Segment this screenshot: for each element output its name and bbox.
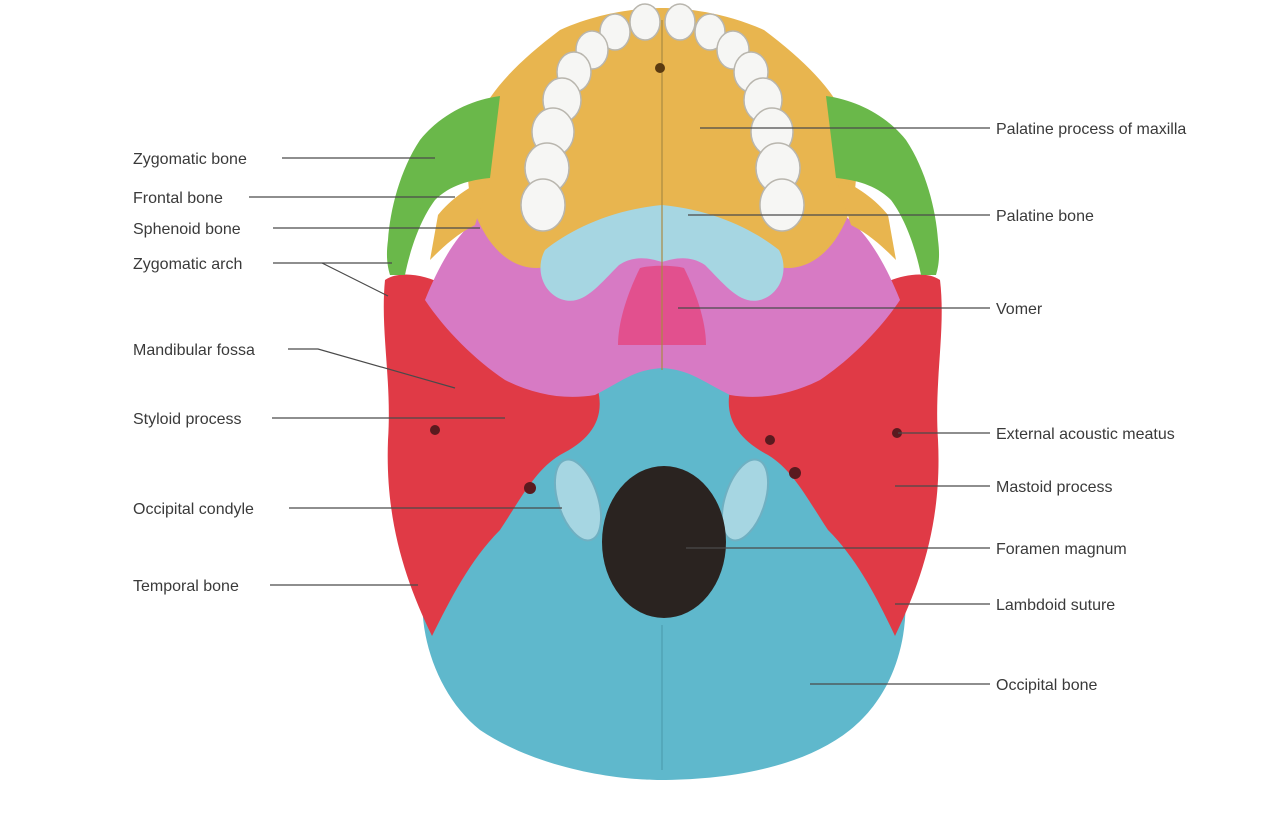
zygomatic-bone-left-shape: [386, 96, 500, 275]
label-styloid-process: Styloid process: [133, 411, 242, 428]
skull-illustration: [383, 3, 942, 780]
tooth: [629, 3, 661, 41]
leader-lines: [249, 127, 990, 685]
zygomatic-bone-right-shape: [826, 96, 940, 275]
leader-zygomatic-arch-b: [321, 262, 389, 297]
label-sphenoid-bone: Sphenoid bone: [133, 221, 241, 238]
temporal-bone-right-shape: [728, 274, 942, 636]
foramen-magnum-shape: [602, 466, 726, 618]
label-lambdoid-suture: Lambdoid suture: [996, 597, 1115, 614]
incisive-foramen: [655, 63, 665, 73]
label-foramen-magnum: Foramen magnum: [996, 541, 1127, 558]
label-palatine-process-of-maxilla: Palatine process of maxilla: [996, 121, 1186, 138]
label-external-acoustic-meatus: External acoustic meatus: [996, 426, 1175, 443]
tooth: [664, 3, 696, 41]
foramen-dot: [430, 425, 440, 435]
label-vomer: Vomer: [996, 301, 1043, 318]
frontal-bone-right-hint: [836, 178, 896, 260]
tooth: [694, 13, 726, 51]
label-mandibular-fossa: Mandibular fossa: [133, 342, 255, 359]
external-acoustic-meatus-hole: [892, 428, 902, 438]
teeth-row: [520, 3, 805, 232]
temporal-bone-left-shape: [383, 274, 600, 636]
tooth: [520, 178, 566, 232]
tooth: [759, 178, 805, 232]
occipital-condyle-right-shape: [720, 458, 770, 542]
leader-mandibular-fossa: [288, 348, 456, 389]
label-palatine-bone: Palatine bone: [996, 208, 1094, 225]
foramen-dot: [789, 467, 801, 479]
labels: Zygomatic bone Frontal bone Sphenoid bon…: [133, 121, 1186, 694]
label-temporal-bone: Temporal bone: [133, 578, 239, 595]
label-zygomatic-arch: Zygomatic arch: [133, 256, 242, 273]
label-mastoid-process: Mastoid process: [996, 479, 1113, 496]
label-occipital-condyle: Occipital condyle: [133, 501, 254, 518]
occipital-condyle-left-shape: [553, 458, 603, 542]
label-frontal-bone: Frontal bone: [133, 190, 223, 207]
frontal-bone-left-hint: [430, 178, 490, 260]
foramen-dot: [524, 482, 536, 494]
foramen-dot: [765, 435, 775, 445]
tooth: [599, 13, 631, 51]
label-occipital-bone: Occipital bone: [996, 677, 1097, 694]
label-zygomatic-bone: Zygomatic bone: [133, 151, 247, 168]
